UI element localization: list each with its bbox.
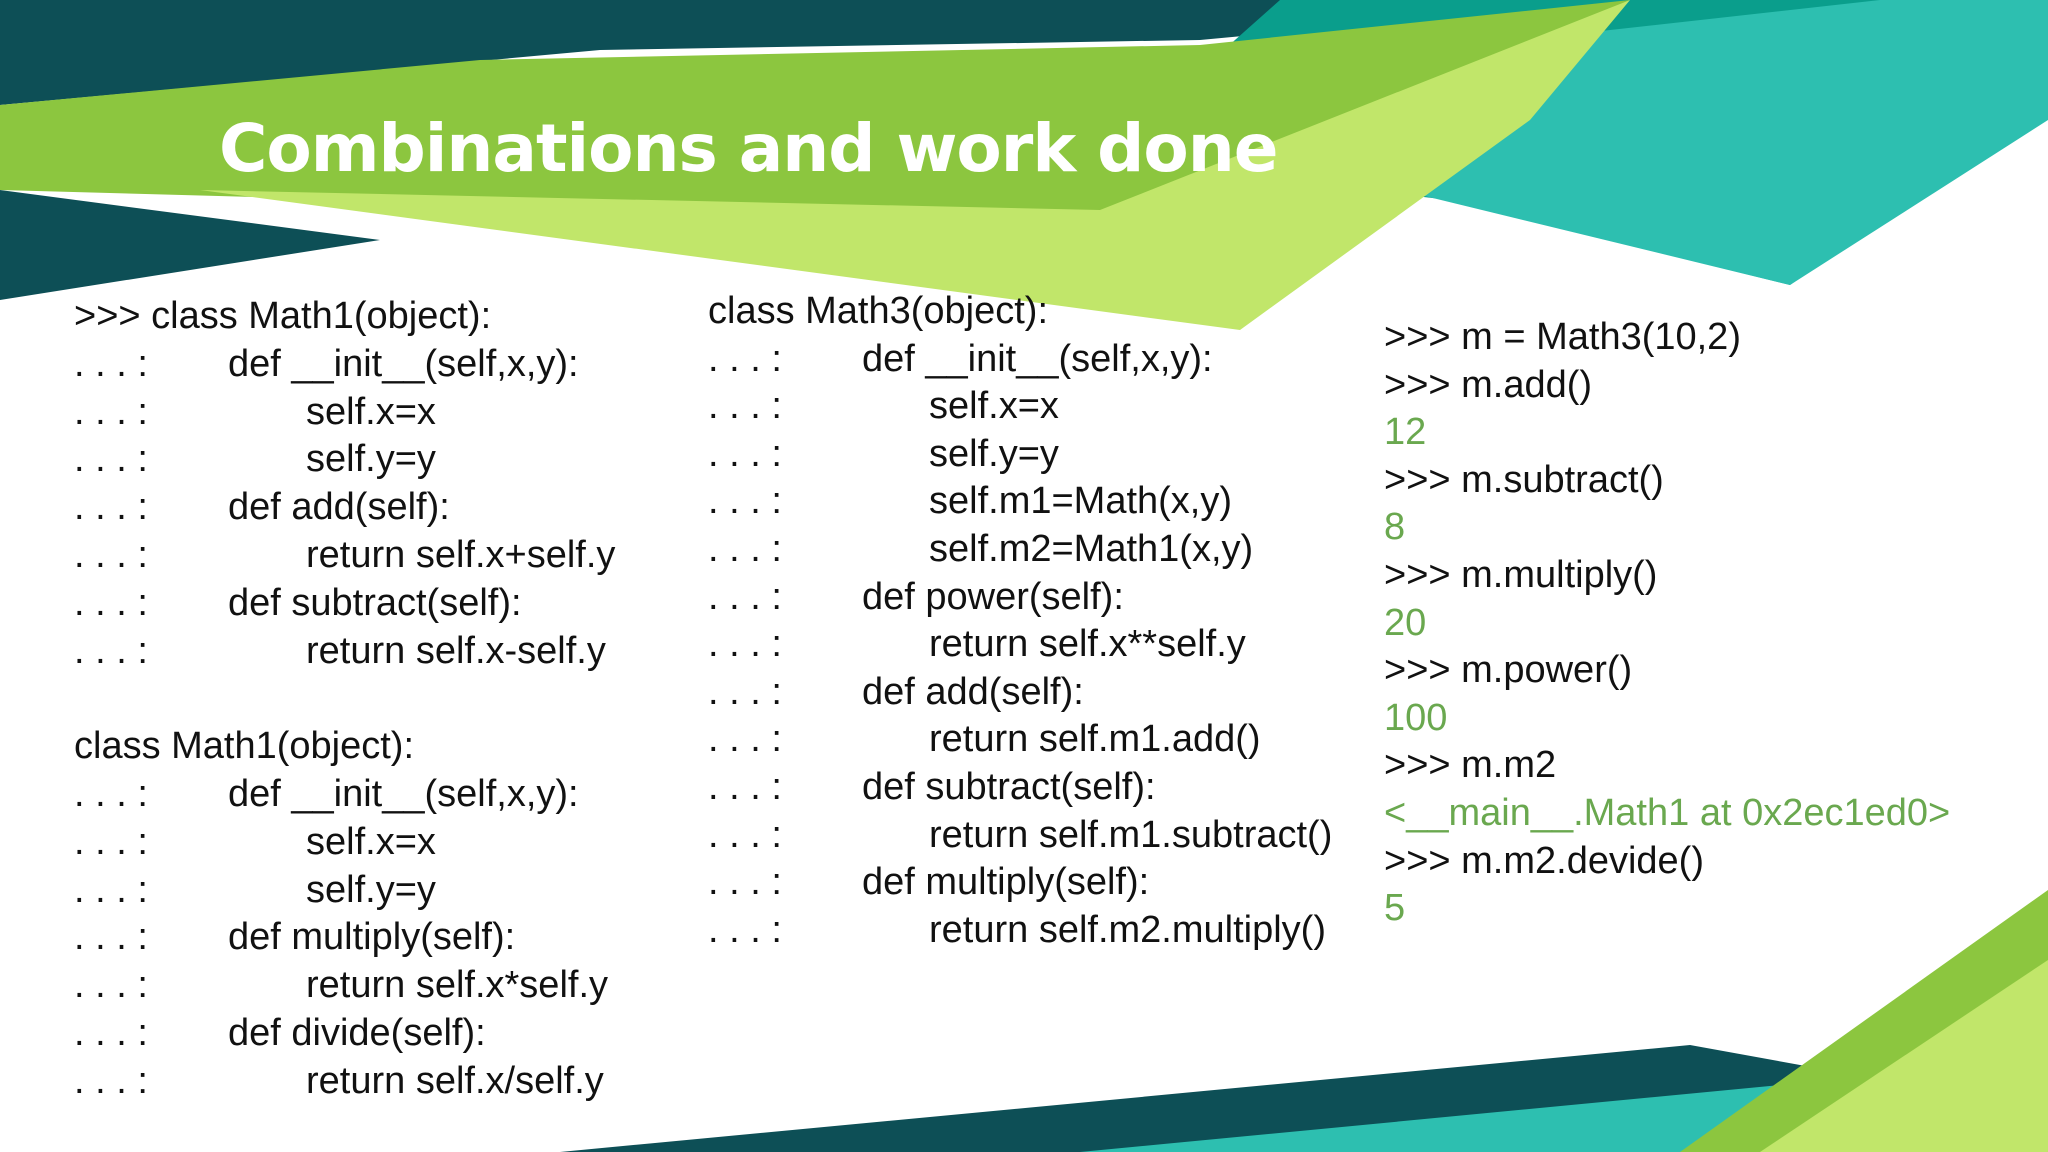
continuation-prompt: . . . : xyxy=(708,908,782,951)
code-text: self.x=x xyxy=(306,390,436,433)
console-output-line: 12 xyxy=(1384,411,1427,454)
code-text: self.m1=Math(x,y) xyxy=(929,480,1233,523)
console-output-line: 5 xyxy=(1384,887,1406,930)
continuation-prompt: . . . : xyxy=(74,534,148,576)
code-text: return self.m2.multiply() xyxy=(929,908,1326,951)
continuation-prompt: . . . : xyxy=(708,528,782,570)
continuation-prompt: . . . : xyxy=(74,964,148,1007)
continuation-prompt: . . . : xyxy=(708,813,782,856)
bg-shape-dark-teal xyxy=(0,0,1630,105)
continuation-prompt: . . . : xyxy=(708,718,782,761)
console-input-line: >>> m.m2.devide() xyxy=(1384,839,1704,882)
bg-shape-bottom-light-green xyxy=(1760,960,2048,1152)
continuation-prompt: . . . : xyxy=(708,385,782,428)
console-input-line: >>> m.power() xyxy=(1384,649,1633,692)
code-text: def multiply(self): xyxy=(228,916,516,959)
console-input-line: >>> m.m2 xyxy=(1384,744,1557,787)
continuation-prompt: . . . : xyxy=(708,432,782,475)
continuation-prompt: . . . : xyxy=(74,342,148,385)
code-text: def power(self): xyxy=(862,575,1124,618)
console-input-line: >>> m.multiply() xyxy=(1384,554,1658,596)
code-text: self.y=y xyxy=(929,432,1059,475)
code-text: def add(self): xyxy=(862,670,1084,713)
continuation-prompt: . . . : xyxy=(708,337,782,380)
code-text: return self.x-self.y xyxy=(306,629,606,672)
code-text: def multiply(self): xyxy=(862,861,1150,904)
slide-title: Combinations and work done xyxy=(219,110,1279,187)
continuation-prompt: . . . : xyxy=(708,766,782,808)
console-output-line: <__main__.Math1 at 0x2ec1ed0> xyxy=(1384,792,1951,834)
code-text: def __init__(self,x,y): xyxy=(228,342,579,385)
code-text: return self.x+self.y xyxy=(306,534,616,576)
console-output-line: 20 xyxy=(1384,601,1427,644)
code-text: class Math1(object): xyxy=(74,725,415,768)
code-text: def subtract(self): xyxy=(862,766,1156,808)
continuation-prompt: . . . : xyxy=(74,1059,148,1102)
bg-shape-dark-teal-lower xyxy=(0,190,380,300)
code-text: return self.m1.subtract() xyxy=(929,813,1333,856)
code-text: self.y=y xyxy=(306,438,436,481)
continuation-prompt: . . . : xyxy=(708,861,782,904)
continuation-prompt: . . . : xyxy=(74,438,148,481)
continuation-prompt: . . . : xyxy=(708,575,782,618)
code-text: return self.x*self.y xyxy=(306,964,608,1007)
continuation-prompt: . . . : xyxy=(74,629,148,672)
code-text: class Math3(object): xyxy=(708,290,1049,332)
code-text: return self.x/self.y xyxy=(306,1059,604,1102)
continuation-prompt: . . . : xyxy=(74,773,148,815)
console-input-line: >>> m.add() xyxy=(1384,363,1593,406)
continuation-prompt: . . . : xyxy=(708,623,782,666)
code-text: self.x=x xyxy=(306,820,436,863)
code-text: def __init__(self,x,y): xyxy=(228,773,579,815)
continuation-prompt: . . . : xyxy=(74,916,148,959)
code-text: def divide(self): xyxy=(228,1012,486,1054)
console-output-line: 100 xyxy=(1384,696,1448,739)
console-output-line: 8 xyxy=(1384,506,1406,549)
console-input-line: >>> m.subtract() xyxy=(1384,458,1664,501)
continuation-prompt: . . . : xyxy=(74,486,148,529)
code-text: def subtract(self): xyxy=(228,581,522,624)
continuation-prompt: . . . : xyxy=(74,390,148,433)
code-text: def add(self): xyxy=(228,486,450,529)
code-text: return self.x**self.y xyxy=(929,623,1246,666)
code-text: self.x=x xyxy=(929,385,1059,428)
code-text: >>> class Math1(object): xyxy=(74,295,492,337)
continuation-prompt: . . . : xyxy=(708,480,782,523)
code-text: return self.m1.add() xyxy=(929,718,1261,761)
continuation-prompt: . . . : xyxy=(74,1012,148,1054)
continuation-prompt: . . . : xyxy=(74,868,148,911)
continuation-prompt: . . . : xyxy=(74,820,148,863)
continuation-prompt: . . . : xyxy=(708,670,782,713)
code-text: def __init__(self,x,y): xyxy=(862,337,1213,380)
code-text: self.y=y xyxy=(306,868,436,911)
console-input-line: >>> m = Math3(10,2) xyxy=(1384,316,1741,358)
continuation-prompt: . . . : xyxy=(74,581,148,624)
code-text: self.m2=Math1(x,y) xyxy=(929,528,1254,570)
bg-shape-light-green xyxy=(200,0,1630,330)
